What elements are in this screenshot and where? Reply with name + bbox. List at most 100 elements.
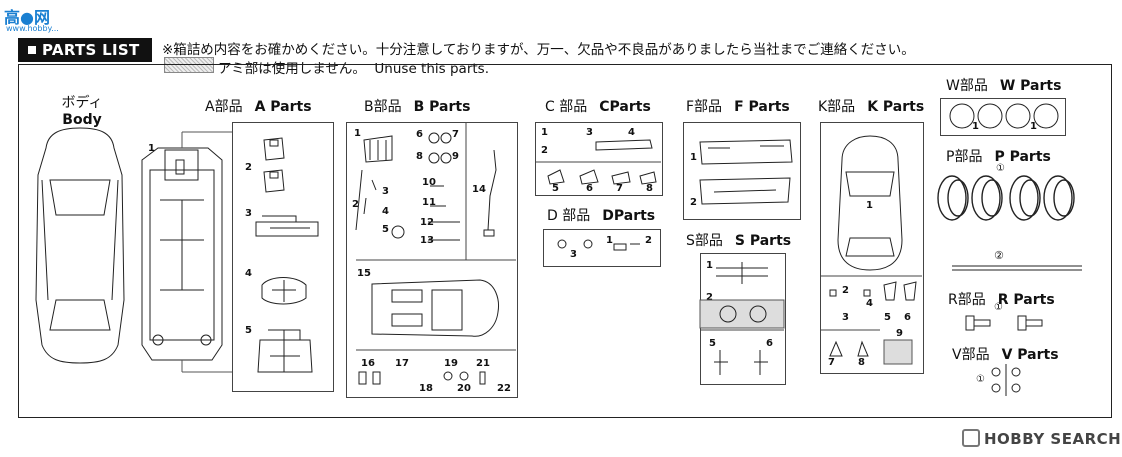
tires-drawing bbox=[937, 175, 1075, 221]
part-number: 1 bbox=[541, 127, 548, 138]
part-number: ① bbox=[976, 374, 985, 385]
hobby-search-logo: HOBBY SEARCH bbox=[962, 429, 1121, 448]
part-number: 10 bbox=[422, 177, 436, 188]
a-parts-jp: A部品 bbox=[205, 99, 243, 115]
d-parts-title: D 部品 DParts bbox=[547, 205, 655, 225]
part-number: 6 bbox=[766, 338, 773, 349]
s-parts-en: S Parts bbox=[734, 233, 792, 249]
v-parts-en: V Parts bbox=[1001, 347, 1059, 363]
part-number: 2 bbox=[541, 145, 548, 156]
front-bumper-drawing bbox=[699, 139, 793, 165]
part-number: 20 bbox=[457, 383, 471, 394]
unuse-note-jp: アミ部は使用しません。 bbox=[218, 61, 366, 77]
part-number: 16 bbox=[361, 358, 375, 369]
part-number: 1 bbox=[972, 121, 979, 132]
site-watermark: 高●网 bbox=[4, 8, 50, 27]
b-parts-jp: B部品 bbox=[364, 99, 402, 115]
k-body-drawing bbox=[837, 135, 903, 271]
axle-rod-drawing bbox=[952, 265, 1082, 271]
part-number: 11 bbox=[422, 197, 436, 208]
part-number: 6 bbox=[586, 183, 593, 194]
parts-list-banner: PARTS LIST bbox=[18, 38, 152, 62]
hobby-search-icon bbox=[962, 429, 980, 447]
part-number: 3 bbox=[842, 312, 849, 323]
wheel-rims-drawing bbox=[949, 103, 1059, 129]
part-number: 5 bbox=[884, 312, 891, 323]
part-number: 1 bbox=[866, 200, 873, 211]
part-number: 2 bbox=[352, 199, 359, 210]
inspection-note: ※箱詰め内容をお確かめください。十分注意しておりますが、万一、欠品や不良品があり… bbox=[162, 42, 915, 58]
d-parts-jp: D 部品 bbox=[547, 208, 591, 224]
part-number: 1 bbox=[706, 260, 713, 271]
part-number: 4 bbox=[382, 206, 389, 217]
body-shell-drawing bbox=[35, 127, 125, 364]
part-number: 8 bbox=[646, 183, 653, 194]
part-number: 3 bbox=[586, 127, 593, 138]
part-number: 4 bbox=[866, 298, 873, 309]
part-number: 7 bbox=[828, 357, 835, 368]
body-title-jp: ボディ bbox=[61, 95, 103, 111]
p-parts-jp: P部品 bbox=[946, 149, 983, 165]
part-number: 17 bbox=[395, 358, 409, 369]
interior-tub-drawing bbox=[371, 279, 499, 337]
parts-list-frame bbox=[18, 64, 1112, 418]
part-number: 3 bbox=[382, 186, 389, 197]
part-number: 2 bbox=[645, 235, 652, 246]
part-number: 3 bbox=[245, 208, 252, 219]
parts-list-title: PARTS LIST bbox=[42, 41, 140, 59]
body-title: ボディ Body bbox=[58, 92, 106, 128]
seat-drawing bbox=[263, 137, 285, 193]
r-parts-jp: R部品 bbox=[948, 292, 986, 308]
exhaust-drawing bbox=[483, 149, 497, 237]
a-parts-runner bbox=[232, 122, 334, 392]
unuse-note: アミ部は使用しません。 Unuse this parts. bbox=[218, 57, 489, 77]
k-parts-en: K Parts bbox=[867, 99, 925, 115]
part-number: 21 bbox=[476, 358, 490, 369]
k-parts-title: K部品 K Parts bbox=[818, 96, 924, 116]
part-number: 9 bbox=[452, 151, 459, 162]
chassis-drawing bbox=[141, 147, 223, 361]
c-parts-jp: C 部品 bbox=[545, 99, 588, 115]
part-number: ① bbox=[996, 163, 1005, 174]
part-number: 8 bbox=[416, 151, 423, 162]
part-number: 7 bbox=[616, 183, 623, 194]
dashboard-drawing bbox=[255, 215, 319, 237]
s-parts-jp: S部品 bbox=[686, 233, 723, 249]
part-number: 6 bbox=[416, 129, 423, 140]
rear-suspension-drawing bbox=[257, 329, 313, 373]
part-number: 4 bbox=[628, 127, 635, 138]
part-number: 5 bbox=[245, 325, 252, 336]
b-parts-en: B Parts bbox=[413, 99, 471, 115]
k-parts-runner bbox=[820, 122, 924, 374]
part-number: 2 bbox=[690, 197, 697, 208]
part-number: 8 bbox=[858, 357, 865, 368]
b-parts-title: B部品 B Parts bbox=[364, 96, 470, 116]
wiper-drawing bbox=[355, 169, 377, 231]
r-parts-title: R部品 R Parts bbox=[948, 289, 1055, 309]
part-number: 22 bbox=[497, 383, 511, 394]
s-parts-title: S部品 S Parts bbox=[686, 230, 791, 250]
front-suspension-drawing bbox=[261, 277, 307, 305]
part-number: 1 bbox=[690, 152, 697, 163]
part-number: 6 bbox=[904, 312, 911, 323]
part-number: ① bbox=[994, 302, 1003, 313]
f-parts-en: F Parts bbox=[734, 99, 790, 115]
square-bullet-icon bbox=[28, 46, 36, 54]
r-parts-en: R Parts bbox=[997, 292, 1055, 308]
d-parts-en: DParts bbox=[602, 208, 656, 224]
part-number: 4 bbox=[245, 268, 252, 279]
part-number: 19 bbox=[444, 358, 458, 369]
rear-bumper-drawing bbox=[699, 177, 791, 205]
hatched-swatch bbox=[164, 57, 214, 73]
k-parts-jp: K部品 bbox=[818, 99, 856, 115]
part-number: 9 bbox=[896, 328, 903, 339]
part-number: 5 bbox=[552, 183, 559, 194]
part-number: 1 bbox=[354, 128, 361, 139]
wheel-hub-drawing bbox=[391, 225, 405, 239]
w-parts-jp: W部品 bbox=[946, 78, 988, 94]
